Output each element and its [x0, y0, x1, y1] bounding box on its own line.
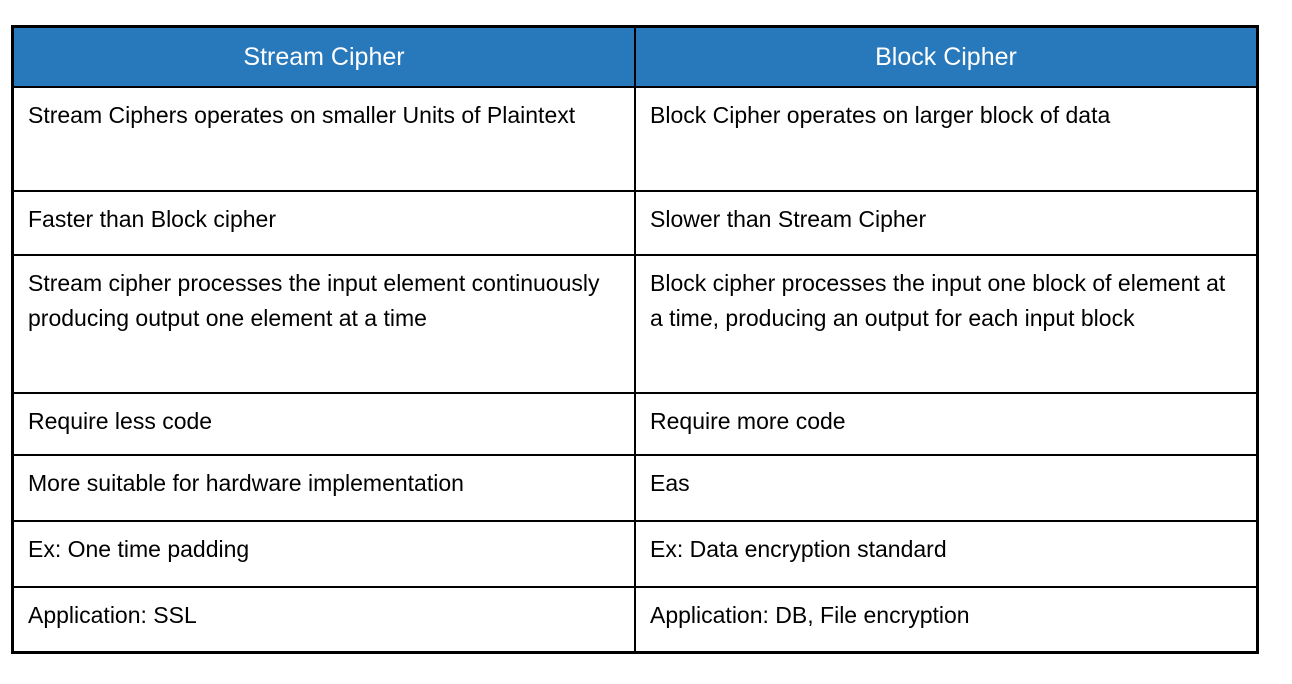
table-row: Stream Ciphers operates on smaller Units… — [11, 86, 1259, 192]
cell-block-hardware: Eas — [634, 454, 1259, 522]
table-body: Stream Ciphers operates on smaller Units… — [11, 86, 1259, 654]
cell-block-example: Ex: Data encryption standard — [634, 520, 1259, 588]
table-row: Stream cipher processes the input elemen… — [11, 254, 1259, 394]
cell-block-units: Block Cipher operates on larger block of… — [634, 86, 1259, 192]
table-header: Stream Cipher Block Cipher — [11, 25, 1259, 88]
table-row: Ex: One time padding Ex: Data encryption… — [11, 520, 1259, 588]
header-row: Stream Cipher Block Cipher — [11, 25, 1259, 88]
cell-block-application: Application: DB, File encryption — [634, 586, 1259, 654]
table-row: Faster than Block cipher Slower than Str… — [11, 190, 1259, 256]
cell-stream-hardware: More suitable for hardware implementatio… — [11, 454, 636, 522]
cipher-comparison-table: Stream Cipher Block Cipher Stream Cipher… — [11, 25, 1259, 654]
cell-block-speed: Slower than Stream Cipher — [634, 190, 1259, 256]
table-row: More suitable for hardware implementatio… — [11, 454, 1259, 522]
cell-block-code: Require more code — [634, 392, 1259, 456]
cell-stream-speed: Faster than Block cipher — [11, 190, 636, 256]
header-block-cipher: Block Cipher — [634, 25, 1259, 88]
cell-block-processing: Block cipher processes the input one blo… — [634, 254, 1259, 394]
cell-stream-example: Ex: One time padding — [11, 520, 636, 588]
cell-stream-processing: Stream cipher processes the input elemen… — [11, 254, 636, 394]
table-row: Application: SSL Application: DB, File e… — [11, 586, 1259, 654]
cell-stream-application: Application: SSL — [11, 586, 636, 654]
cell-stream-units: Stream Ciphers operates on smaller Units… — [11, 86, 636, 192]
cell-stream-code: Require less code — [11, 392, 636, 456]
table-row: Require less code Require more code — [11, 392, 1259, 456]
header-stream-cipher: Stream Cipher — [11, 25, 636, 88]
